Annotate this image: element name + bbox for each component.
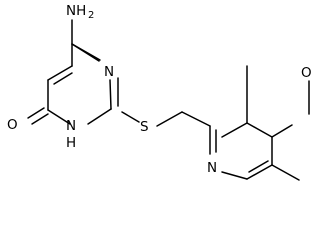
bond-ch2-pyridine [181, 111, 211, 127]
linker-bonds [156, 111, 211, 127]
label-pyrimidine-h: H [66, 135, 76, 151]
bond-c5-c4 [47, 65, 73, 81]
pyridine-substituents [246, 65, 310, 181]
label-amine: NH [66, 3, 86, 19]
bond-c6-c5 [246, 164, 273, 180]
pyrimidinone-ring-bonds [47, 43, 119, 125]
label-methoxy-o: O [301, 65, 312, 81]
label-amine-sub: 2 [88, 10, 94, 21]
label-thioether-s: S [140, 119, 149, 135]
pyridine-ring-bonds [209, 122, 273, 180]
bond-c5-c4-inner [53, 72, 73, 85]
bond-c6-c5-inner [248, 160, 269, 173]
label-pyridine-n: N [207, 160, 217, 176]
bond-s-ch2 [156, 111, 183, 127]
pyrimidine-substituents [27, 19, 140, 125]
bond-c3-c2 [221, 122, 248, 138]
bond-c5-methyl [271, 164, 300, 181]
pyrimidinone-hexagon [71, 43, 101, 61]
bond-c4-c3 [246, 122, 273, 138]
molecule-diagram: NH 2 N N H O S N O [7, 3, 312, 181]
bond-c4-o [271, 124, 293, 138]
bond-n-c6 [221, 171, 248, 180]
bond-n3-c2 [109, 79, 112, 110]
edge-1 [71, 43, 101, 61]
atom-labels: NH 2 N N H O S N O [7, 3, 312, 176]
structure-svg: NH 2 N N H O S N O [7, 3, 312, 181]
label-pyrimidine-n: N [66, 118, 76, 134]
bond-carbonyl-1 [27, 107, 45, 119]
bond-n1-c6 [47, 109, 71, 125]
bond-carbonyl-2 [31, 113, 49, 125]
bond-c2-s [121, 111, 140, 123]
label-pyrimidine-n-top: N [104, 64, 114, 80]
label-carbonyl-o: O [7, 117, 18, 133]
bond-c2-n1 [87, 108, 112, 125]
